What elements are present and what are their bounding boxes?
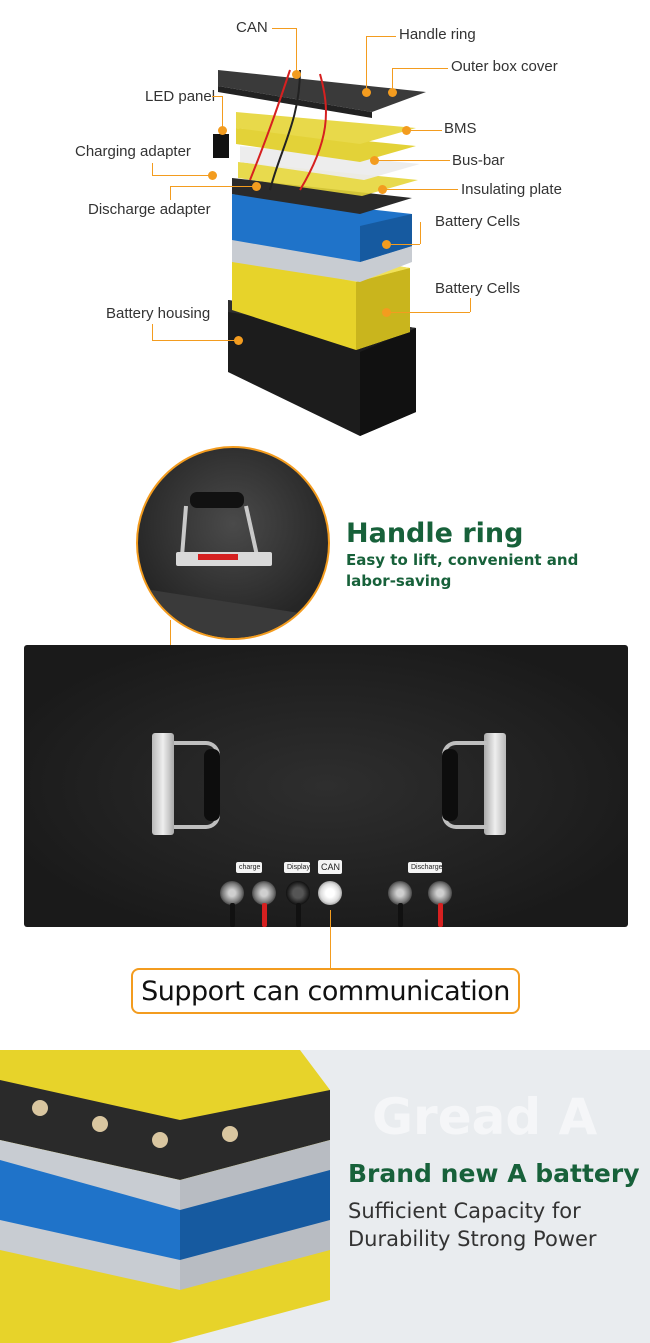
right-handle-icon	[484, 733, 506, 835]
leader-led-panel	[222, 96, 223, 130]
left-handle-rubber-icon	[204, 749, 220, 821]
dot-can	[292, 70, 301, 79]
leader-battery-housing	[152, 324, 153, 340]
grade-a-section: Gread A Brand new A battery Sufficient C…	[0, 1050, 650, 1343]
tag-charge: charge	[236, 862, 262, 873]
leader-can-banner	[330, 910, 331, 968]
leader-charging-adapter	[152, 163, 153, 175]
leader-can	[272, 28, 296, 29]
left-handle-icon	[152, 733, 174, 835]
grade-subtitle: Sufficient Capacity for Durability Stron…	[348, 1199, 597, 1251]
charge-negative-port-icon	[220, 881, 244, 905]
charge-positive-cable	[262, 903, 267, 927]
discharge-negative-port-icon	[388, 881, 412, 905]
dot-battery-cells-lower	[382, 308, 391, 317]
leader-handle-ring-drop	[366, 36, 367, 92]
tag-discharge: Discharge	[408, 862, 443, 873]
dot-outer-box-cover	[388, 88, 397, 97]
dot-bus-bar	[370, 156, 379, 165]
leader-can-drop	[296, 28, 297, 74]
leader-battery-cells-lower	[470, 298, 471, 312]
grade-watermark: Gread A	[372, 1088, 598, 1146]
leader-outer-box-cover-drop	[392, 68, 393, 92]
leader-discharge-adapter-h	[170, 186, 254, 187]
label-led-panel: LED panel	[145, 88, 216, 105]
leader-charging-adapter-h	[152, 175, 210, 176]
exploded-view-section: CAN Handle ring Outer box cover LED pane…	[0, 0, 650, 440]
dot-charging-adapter	[208, 171, 217, 180]
handle-title: Handle ring	[346, 518, 524, 549]
leader-battery-cells-upper	[420, 222, 421, 244]
label-outer-box-cover: Outer box cover	[451, 58, 558, 75]
leader-bus-bar	[374, 160, 450, 161]
leader-discharge-adapter	[170, 186, 171, 200]
leader-handle-ring	[366, 36, 396, 37]
label-can: CAN	[236, 19, 268, 36]
discharge-positive-cable	[438, 903, 443, 927]
leader-battery-housing-h	[152, 340, 236, 341]
display-cable	[296, 903, 301, 927]
exploded-battery-illustration	[213, 69, 426, 436]
dot-bms	[402, 126, 411, 135]
label-bms: BMS	[444, 120, 477, 137]
dot-discharge-adapter	[252, 182, 261, 191]
dot-battery-housing	[234, 336, 243, 345]
label-charging-adapter: Charging adapter	[75, 143, 191, 160]
can-communication-text: Support can communication	[141, 975, 510, 1007]
grade-title: Brand new A battery	[348, 1159, 640, 1188]
label-battery-housing: Battery housing	[106, 305, 211, 322]
handle-closeup-image	[138, 492, 328, 638]
leader-insulating-plate	[382, 189, 458, 190]
discharge-positive-port-icon	[428, 881, 452, 905]
battery-top-panel: charge Display CAN Discharge	[24, 645, 628, 927]
label-battery-cells-lower: Battery Cells	[435, 280, 521, 297]
leader-outer-box-cover	[392, 68, 448, 69]
dot-insulating-plate	[378, 185, 387, 194]
right-handle-rubber-icon	[442, 749, 458, 821]
label-bus-bar: Bus-bar	[452, 152, 505, 169]
label-insulating-plate: Insulating plate	[461, 181, 562, 198]
can-communication-banner: Support can communication	[131, 968, 520, 1014]
tag-display: Display	[284, 862, 310, 873]
leader-bms	[406, 130, 442, 131]
leader-battery-cells-upper-h	[386, 244, 420, 245]
dot-battery-cells-upper	[382, 240, 391, 249]
leader-led-panel-h	[212, 96, 222, 97]
label-handle-ring: Handle ring	[399, 26, 476, 43]
display-port-icon	[286, 881, 310, 905]
battery-cells-closeup-image	[0, 1050, 330, 1343]
tag-can: CAN	[318, 860, 342, 874]
leader-battery-cells-lower-h	[386, 312, 470, 313]
discharge-negative-cable	[398, 903, 403, 927]
charge-positive-port-icon	[252, 881, 276, 905]
label-discharge-adapter: Discharge adapter	[88, 201, 211, 218]
handle-zoom-circle	[136, 446, 330, 640]
handle-subtitle: Easy to lift, convenient and labor-savin…	[346, 551, 579, 590]
dot-led-panel	[218, 126, 227, 135]
label-battery-cells-upper: Battery Cells	[435, 213, 521, 230]
can-port-icon	[318, 881, 342, 905]
dot-handle-ring	[362, 88, 371, 97]
handle-section: Handle ring Easy to lift, convenient and…	[0, 440, 650, 1050]
charge-negative-cable	[230, 903, 235, 927]
